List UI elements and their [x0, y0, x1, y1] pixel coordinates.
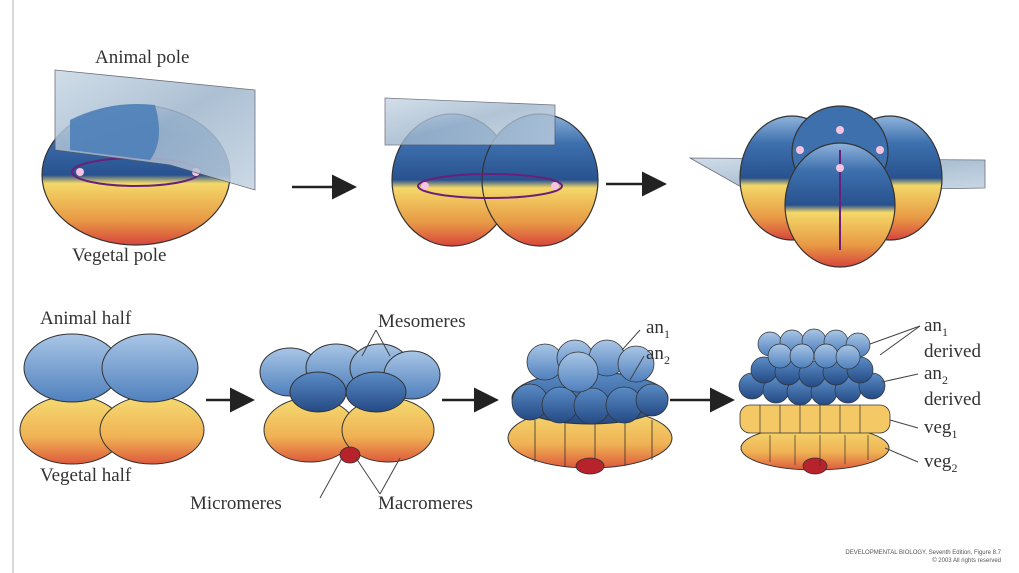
credit-line-1: DEVELOPMENTAL BIOLOGY, Seventh Edition, … — [845, 549, 1001, 557]
two-cell-stage — [385, 98, 598, 246]
figure-credit: DEVELOPMENTAL BIOLOGY, Seventh Edition, … — [845, 549, 1001, 565]
macromeres-label: Macromeres — [378, 494, 473, 514]
micromeres-label: Micromeres — [190, 494, 282, 514]
sixty-four-cell-stage — [739, 329, 890, 474]
an2-stage-label: an2 — [646, 344, 670, 370]
animal-pole-label: Animal pole — [95, 48, 189, 68]
veg2-label: veg2 — [924, 452, 957, 478]
veg1-label: veg1 — [924, 418, 957, 444]
an1-stage-label: an1 — [646, 318, 670, 344]
mesomeres-label: Mesomeres — [378, 312, 466, 332]
sixteen-cell-stage — [260, 344, 440, 463]
four-cell-stage — [690, 106, 985, 267]
eight-cell-stage — [20, 334, 204, 464]
vegetal-half-label: Vegetal half — [40, 466, 131, 486]
egg-stage-1 — [42, 70, 255, 245]
credit-line-2: © 2003 All rights reserved — [845, 557, 1001, 565]
animal-half-label: Animal half — [40, 309, 131, 329]
vegetal-pole-label: Vegetal pole — [72, 246, 166, 266]
